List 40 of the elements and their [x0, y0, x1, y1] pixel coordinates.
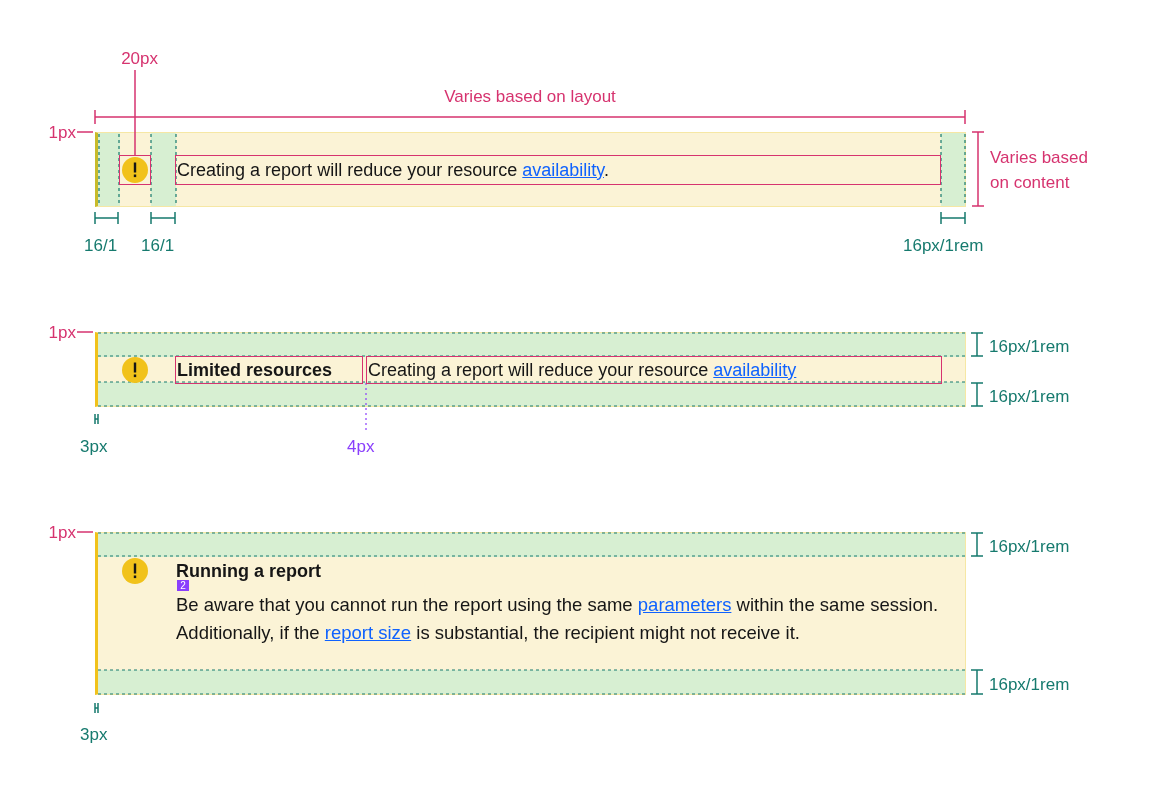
message-frame	[366, 356, 942, 384]
dimension-label: 16/1	[141, 235, 175, 257]
message-frame	[175, 155, 941, 185]
measure-label: 1px	[38, 120, 76, 145]
dimension-label: Varies based on layout	[443, 86, 617, 108]
notification-title: Limited resources	[177, 358, 333, 382]
measure-label: 1px	[38, 520, 76, 545]
dimension-label: Varies based on content	[990, 147, 1089, 194]
leader-line	[76, 131, 94, 133]
text-link: report size	[324, 622, 412, 643]
padding-region	[98, 382, 965, 406]
warning-icon	[122, 558, 148, 584]
leader-line	[76, 331, 94, 333]
title-frame	[175, 356, 363, 384]
dimension-label: 16px/1rem	[903, 235, 984, 257]
dimension-label: 4px	[347, 436, 375, 458]
dimension-label: 3px	[80, 436, 108, 458]
dimension-label: 16/1	[84, 235, 118, 257]
dimension-label: 16px/1rem	[989, 336, 1070, 358]
text-link: availability	[713, 359, 797, 380]
callout-number: 2	[177, 580, 189, 591]
dimension-label: 16px/1rem	[989, 674, 1070, 696]
measure-label: 1px	[38, 320, 76, 345]
measure-label: 20px	[108, 46, 158, 71]
text-link: availability	[522, 159, 604, 180]
notification-body: Be aware that you cannot run the report using the same parameters within the same session. Additionally, if the report size is substantial, the recipient might not receive it.	[176, 593, 940, 645]
leader-line	[134, 69, 136, 156]
padding-region	[98, 670, 965, 694]
notification-message: Creating a report will reduce your resource availability	[368, 358, 797, 382]
notification-message: Creating a report will reduce your resource availability.	[177, 158, 609, 182]
dimension-label: 16px/1rem	[989, 536, 1070, 558]
padding-region	[98, 133, 120, 206]
padding-region	[151, 133, 176, 206]
dimension-label: 3px	[80, 724, 108, 746]
text-link: parameters	[637, 594, 732, 615]
padding-region	[941, 133, 965, 206]
dimension-label: 16px/1rem	[989, 386, 1070, 408]
leader-line	[76, 531, 94, 533]
warning-icon	[122, 357, 148, 383]
notification-title: Running a report	[176, 560, 322, 582]
